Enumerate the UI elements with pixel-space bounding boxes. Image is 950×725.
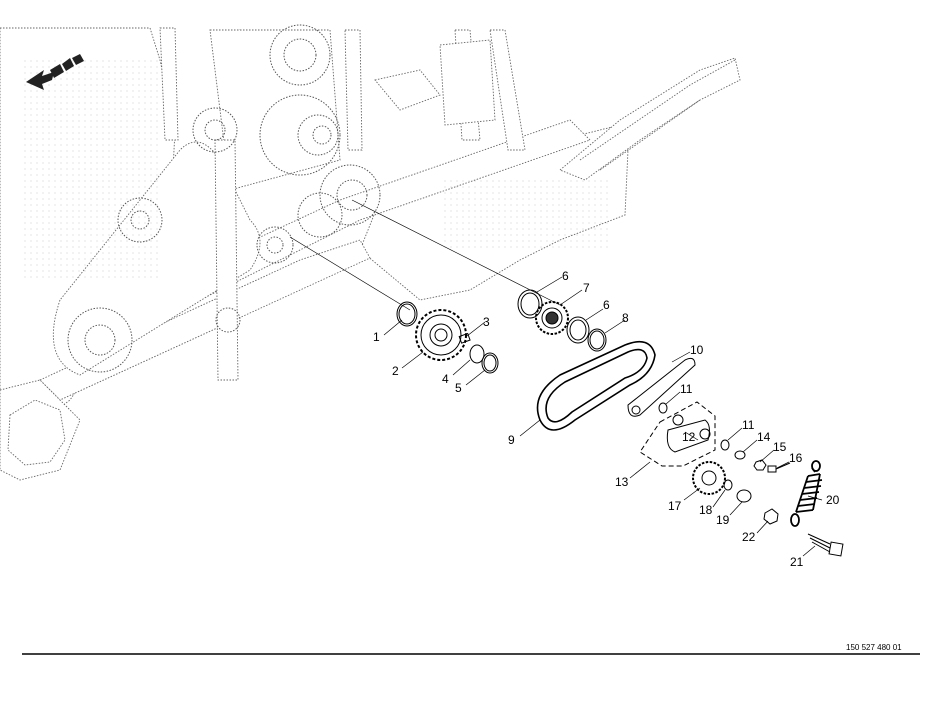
callout-4: 4: [442, 372, 449, 386]
direction-arrow-icon: [26, 54, 84, 90]
part-5-circlip: [481, 352, 499, 374]
part-11-washer: [720, 439, 730, 451]
background-gears: [67, 24, 381, 373]
part-8-circlip: [587, 328, 607, 352]
part-20-tension-spring: [790, 460, 823, 527]
callout-3: 3: [483, 315, 490, 329]
perforation-pattern: [20, 60, 160, 280]
part-1-circlip: [396, 301, 418, 327]
part-6-ring: [517, 289, 543, 319]
callout-7: 7: [583, 281, 590, 295]
callout-15: 15: [773, 440, 787, 454]
part-9-chain: [536, 340, 656, 431]
part-13-assembly-outline: [639, 401, 716, 467]
machine-frame: [0, 27, 741, 481]
callout-2: 2: [392, 364, 399, 378]
callout-12: 12: [682, 430, 696, 444]
part-15-nut: [753, 459, 767, 471]
callout-labels: 1 2 3 4 5 6 6 7 8 9 10 11 11 12 13 14 15…: [373, 269, 840, 569]
assembly-axis-line: [289, 236, 411, 311]
part-4-washer: [469, 344, 485, 364]
callout-10: 10: [690, 343, 704, 357]
callout-13: 13: [615, 475, 629, 489]
callout-21: 21: [790, 555, 804, 569]
callout-6-right: 6: [603, 298, 610, 312]
part-17-idler-sprocket: [692, 461, 726, 495]
part-14-washer: [734, 450, 746, 460]
part-7-sprocket-bearing: [535, 301, 569, 335]
part-2-sprocket: [415, 309, 467, 361]
part-3-key: [458, 332, 471, 344]
callout-9: 9: [508, 433, 515, 447]
callout-22: 22: [742, 530, 756, 544]
part-18-washer: [723, 479, 733, 491]
part-21-bolt: [807, 533, 844, 557]
callout-11-lower: 11: [742, 418, 755, 432]
callout-17: 17: [668, 499, 682, 513]
callout-8: 8: [622, 311, 629, 325]
perforation-pattern: [440, 180, 610, 250]
drawing-reference-number: 150 527 480 01: [846, 643, 902, 652]
part-11-washer: [658, 402, 668, 414]
callout-18: 18: [699, 503, 713, 517]
part-10-tensioner-arm: [627, 357, 696, 417]
callout-19: 19: [716, 513, 730, 527]
callout-11-top: 11: [680, 382, 693, 396]
part-12-bush-plate: [666, 414, 711, 453]
callout-5: 5: [455, 381, 462, 395]
assembly-axis-line: [351, 199, 561, 306]
part-19-washer: [736, 489, 752, 503]
part-16-bolt: [767, 462, 791, 473]
part-6-ring: [566, 316, 590, 344]
callout-14: 14: [757, 430, 771, 444]
callout-1: 1: [373, 330, 380, 344]
callout-20: 20: [826, 493, 840, 507]
part-22-nut: [763, 508, 779, 525]
callout-16: 16: [789, 451, 803, 465]
callout-6-top: 6: [562, 269, 569, 283]
leader-lines: [383, 276, 823, 557]
